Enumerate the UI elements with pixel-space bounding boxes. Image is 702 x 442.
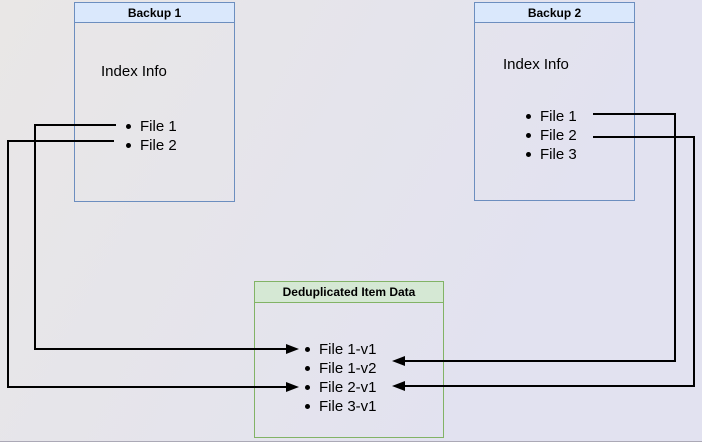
bullet-icon <box>526 152 531 157</box>
list-item: File 1 <box>126 117 177 136</box>
bullet-icon <box>526 133 531 138</box>
bullet-icon <box>126 143 131 148</box>
list-item: File 2 <box>526 126 577 145</box>
list-item: File 3 <box>526 145 577 164</box>
backup2-file-list: File 1 File 2 File 3 <box>526 107 577 164</box>
bullet-icon <box>305 347 310 352</box>
list-item: File 1 <box>526 107 577 126</box>
dedup-header: Deduplicated Item Data <box>255 282 443 303</box>
backup1-header: Backup 1 <box>75 3 234 23</box>
backup1-file-list: File 1 File 2 <box>126 117 177 155</box>
bullet-icon <box>305 366 310 371</box>
bullet-icon <box>526 114 531 119</box>
dedup-item-list: File 1-v1 File 1-v2 File 2-v1 File 3-v1 <box>305 340 377 416</box>
list-item: File 2-v1 <box>305 378 377 397</box>
list-item: File 3-v1 <box>305 397 377 416</box>
list-item-label: File 2-v1 <box>319 379 377 396</box>
dedup-box: Deduplicated Item Data File 1-v1 File 1-… <box>254 281 444 438</box>
list-item-label: File 2 <box>140 137 177 154</box>
list-item-label: File 3 <box>540 146 577 163</box>
list-item-label: File 1 <box>540 108 577 125</box>
backup2-box: Backup 2 Index Info File 1 File 2 File 3 <box>474 2 635 201</box>
list-item-label: File 2 <box>540 127 577 144</box>
backup1-index-info-label: Index Info <box>101 63 167 80</box>
backup1-box: Backup 1 Index Info File 1 File 2 <box>74 2 235 202</box>
list-item-label: File 1-v2 <box>319 360 377 377</box>
list-item-label: File 3-v1 <box>319 398 377 415</box>
list-item: File 2 <box>126 136 177 155</box>
list-item: File 1-v1 <box>305 340 377 359</box>
backup2-index-info-label: Index Info <box>503 56 569 73</box>
list-item-label: File 1-v1 <box>319 341 377 358</box>
bullet-icon <box>305 385 310 390</box>
bullet-icon <box>126 124 131 129</box>
list-item-label: File 1 <box>140 118 177 135</box>
list-item: File 1-v2 <box>305 359 377 378</box>
backup2-header: Backup 2 <box>475 3 634 23</box>
bullet-icon <box>305 404 310 409</box>
